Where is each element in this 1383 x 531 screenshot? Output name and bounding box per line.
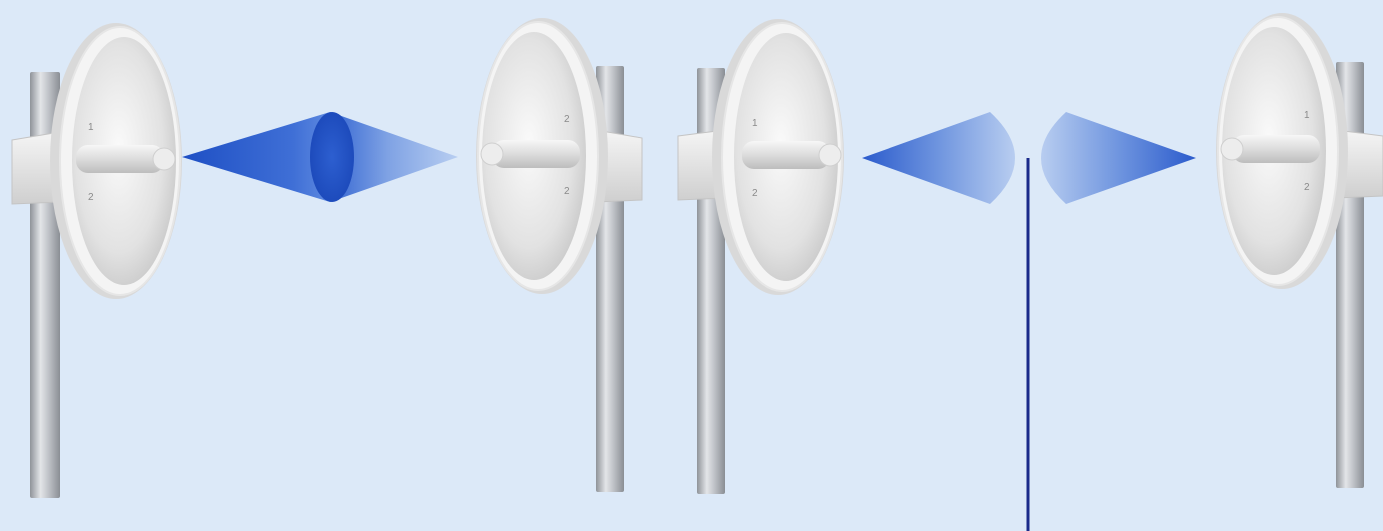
dish-marker-label: 1	[752, 118, 758, 129]
beam-junction	[310, 112, 354, 202]
dish-marker-label: 1	[1304, 110, 1310, 121]
feed-horn	[1232, 135, 1320, 163]
dish-marker-label: 2	[564, 186, 570, 197]
dish-marker-label: 2	[752, 188, 758, 199]
dish-marker-label: 2	[88, 192, 94, 203]
feed-cap	[1221, 138, 1243, 160]
dish-marker-label: 2	[1304, 182, 1310, 193]
feed-cap	[819, 144, 841, 166]
feed-cap	[481, 143, 503, 165]
dish-marker-label: 2	[564, 114, 570, 125]
feed-horn	[492, 140, 580, 168]
feed-horn	[742, 141, 830, 169]
dish-marker-label: 1	[88, 122, 94, 133]
feed-cap	[153, 148, 175, 170]
feed-horn	[76, 145, 164, 173]
